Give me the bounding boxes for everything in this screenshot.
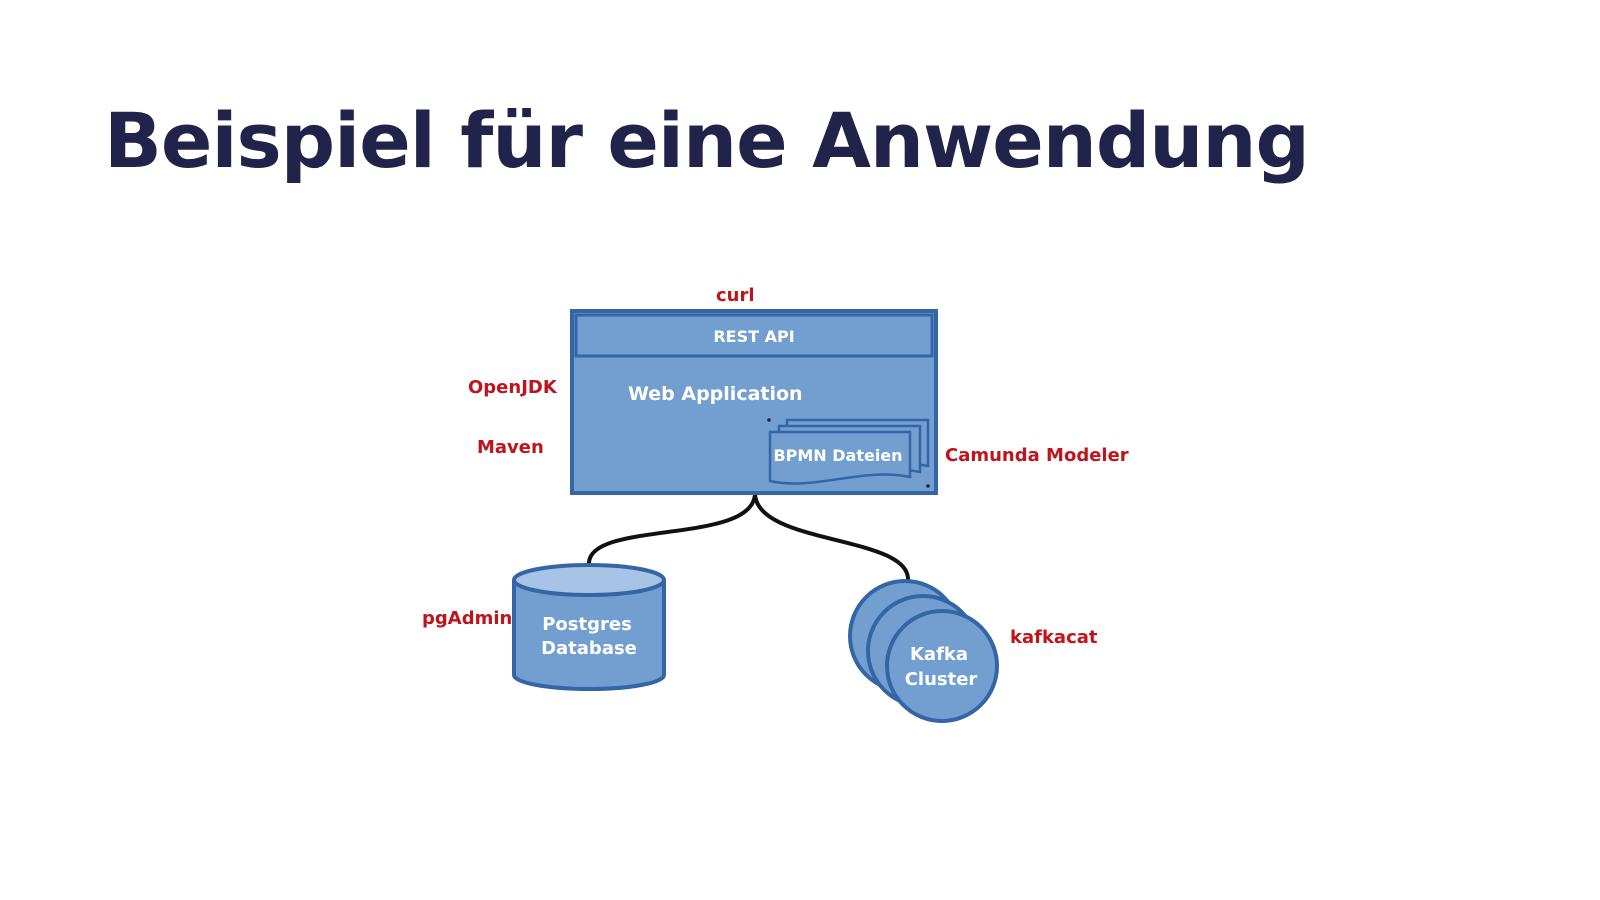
kafka-label-line2: Cluster <box>905 669 978 690</box>
web-application-label: Web Application <box>628 383 803 405</box>
tool-label-curl: curl <box>716 285 755 306</box>
connector-app-kafka <box>753 492 911 581</box>
bpmn-files-label: BPMN Dateien <box>773 446 902 465</box>
connector-app-database <box>587 492 757 564</box>
tool-label-camunda-modeler: Camunda Modeler <box>945 445 1129 466</box>
kafka-label-line1: Kafka <box>910 644 968 665</box>
web-application-box: REST API Web Application BPMN Dateien <box>570 309 938 495</box>
rest-api-bar <box>574 313 934 358</box>
tool-label-pgadmin: pgAdmin <box>422 608 512 629</box>
bpmn-files-stack: BPMN Dateien <box>768 418 930 485</box>
kafka-cluster: Kafka Cluster <box>848 579 999 723</box>
tool-label-kafkacat: kafkacat <box>1010 627 1098 648</box>
rest-api-label: REST API <box>713 327 794 346</box>
database-label-line1: Postgres <box>542 614 632 635</box>
tool-label-maven: Maven <box>477 437 544 458</box>
database-label-line2: Database <box>541 638 637 659</box>
database-cylinder: Postgres Database <box>512 563 666 691</box>
slide-title: Beispiel für eine Anwendung <box>104 96 1310 185</box>
tool-label-openjdk: OpenJDK <box>468 377 558 398</box>
